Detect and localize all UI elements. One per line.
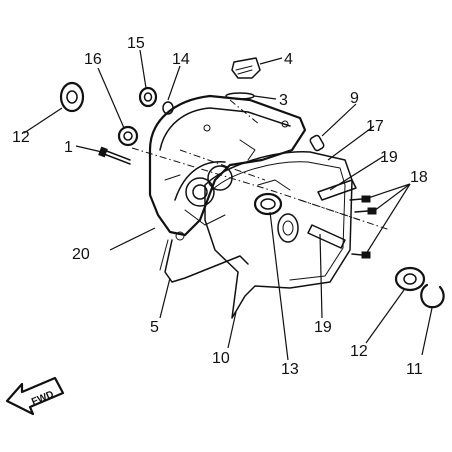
fwd-label: FWD [30, 389, 55, 408]
callout-1: 1 [64, 139, 73, 156]
oil-seal-assembly [253, 179, 299, 243]
callout-19-lower: 19 [314, 319, 332, 336]
callout-12-left: 12 [12, 129, 30, 146]
pins-lower [307, 224, 346, 249]
leader-lines [23, 49, 433, 361]
gasket [159, 239, 249, 283]
callout-13: 13 [281, 361, 299, 378]
callout-3: 3 [279, 92, 288, 109]
callout-15: 15 [127, 35, 145, 52]
callout-12-right: 12 [350, 343, 368, 360]
callout-18: 18 [410, 169, 428, 186]
screws [349, 195, 377, 259]
callout-14: 14 [172, 51, 190, 68]
crankcase-cover [148, 94, 307, 241]
callout-11: 11 [406, 361, 423, 378]
oil-seal-right [394, 266, 426, 292]
fwd-arrow: FWD [5, 376, 65, 416]
plug [231, 57, 261, 79]
callout-17: 17 [366, 118, 384, 135]
inner-gasket [204, 151, 353, 319]
bearing-top [138, 86, 158, 108]
dowel-pin [309, 134, 325, 152]
circlip [420, 283, 445, 309]
callout-9: 9 [350, 90, 359, 107]
callout-19-upper: 19 [380, 149, 398, 166]
callout-10: 10 [212, 350, 230, 367]
oil-seal-left [59, 81, 85, 113]
bearing [117, 125, 139, 147]
washer [162, 101, 174, 115]
alignment-lines [131, 99, 391, 231]
pins-upper [317, 179, 357, 201]
callout-5: 5 [150, 319, 159, 336]
callout-20: 20 [72, 246, 90, 263]
callout-16: 16 [84, 51, 102, 68]
callout-labels: 12 1 16 15 14 4 3 9 17 19 18 20 5 19 12 … [12, 35, 428, 378]
bolt [98, 146, 131, 165]
callout-4: 4 [284, 51, 293, 68]
